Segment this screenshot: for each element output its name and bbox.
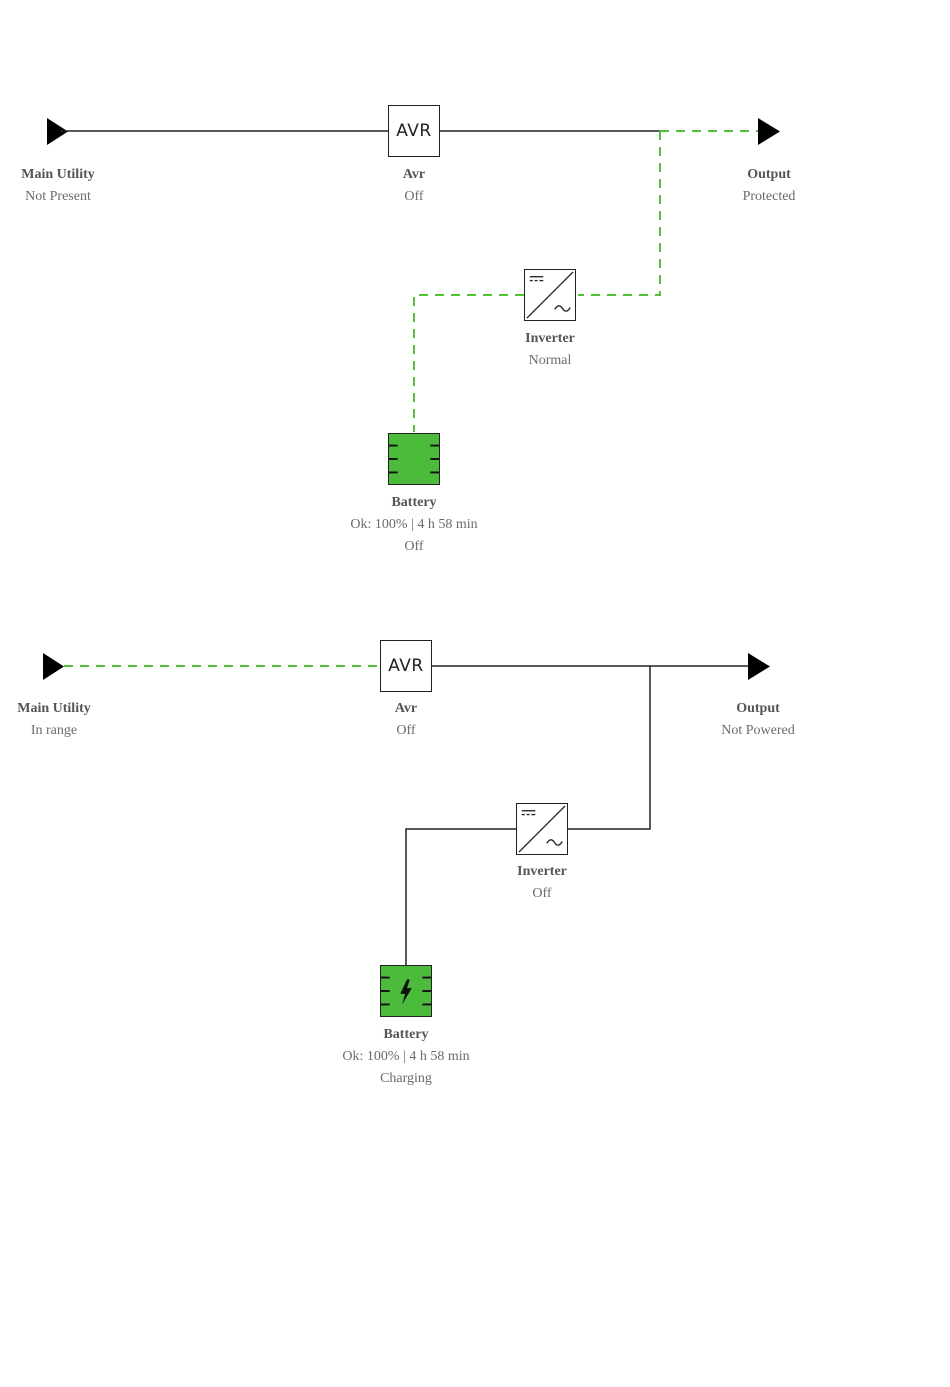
battery-status: Charging [342, 1068, 469, 1090]
battery-detail: Ok: 100% | 4 h 58 min [342, 1046, 469, 1068]
battery-title: Battery [350, 492, 477, 514]
output-status: Not Powered [721, 720, 795, 742]
ups-diagram-2: AVR Main Utility In range Avr Off Output… [0, 534, 950, 1074]
output-title: Output [721, 698, 795, 720]
inverter-title: Inverter [525, 328, 575, 350]
avr-status: Off [395, 720, 417, 742]
ups-diagram-1: AVR Main Utility Not Present Avr Off Out… [0, 0, 950, 540]
output-label: Output Not Powered [721, 698, 795, 742]
inverter-status: Normal [525, 350, 575, 372]
avr-title: Avr [395, 698, 417, 720]
wire-inverter-to-battery [414, 295, 524, 432]
main-utility-title: Main Utility [21, 164, 95, 186]
battery-icon[interactable] [388, 433, 440, 485]
main-utility-arrow-icon [43, 653, 64, 680]
inverter-title: Inverter [517, 861, 567, 883]
output-label: Output Protected [743, 164, 796, 208]
main-utility-label: Main Utility In range [17, 698, 91, 742]
wire-inverter-to-battery [406, 829, 516, 965]
battery-charging-icon[interactable] [380, 965, 432, 1017]
battery-title: Battery [342, 1024, 469, 1046]
inverter-label: Inverter Off [517, 861, 567, 905]
avr-icon[interactable]: AVR [388, 105, 440, 157]
battery-detail: Ok: 100% | 4 h 58 min [350, 514, 477, 536]
main-utility-status: In range [17, 720, 91, 742]
output-arrow-icon [758, 118, 780, 145]
avr-status: Off [403, 186, 425, 208]
main-utility-label: Main Utility Not Present [21, 164, 95, 208]
output-arrow-icon [748, 653, 770, 680]
avr-label: Avr Off [395, 698, 417, 742]
main-utility-status: Not Present [21, 186, 95, 208]
wiring-1 [0, 0, 950, 540]
inverter-status: Off [517, 883, 567, 905]
avr-label: Avr Off [403, 164, 425, 208]
output-title: Output [743, 164, 796, 186]
wiring-2 [0, 534, 950, 1074]
inverter-label: Inverter Normal [525, 328, 575, 372]
inverter-icon[interactable] [516, 803, 568, 855]
avr-title: Avr [403, 164, 425, 186]
inverter-icon[interactable] [524, 269, 576, 321]
main-utility-title: Main Utility [17, 698, 91, 720]
lightning-bolt-icon [400, 979, 412, 1004]
wire-junction-to-inverter [578, 131, 660, 295]
output-status: Protected [743, 186, 796, 208]
battery-label: Battery Ok: 100% | 4 h 58 min Charging [342, 1024, 469, 1090]
wire-junction-to-inverter [568, 666, 650, 829]
avr-icon[interactable]: AVR [380, 640, 432, 692]
